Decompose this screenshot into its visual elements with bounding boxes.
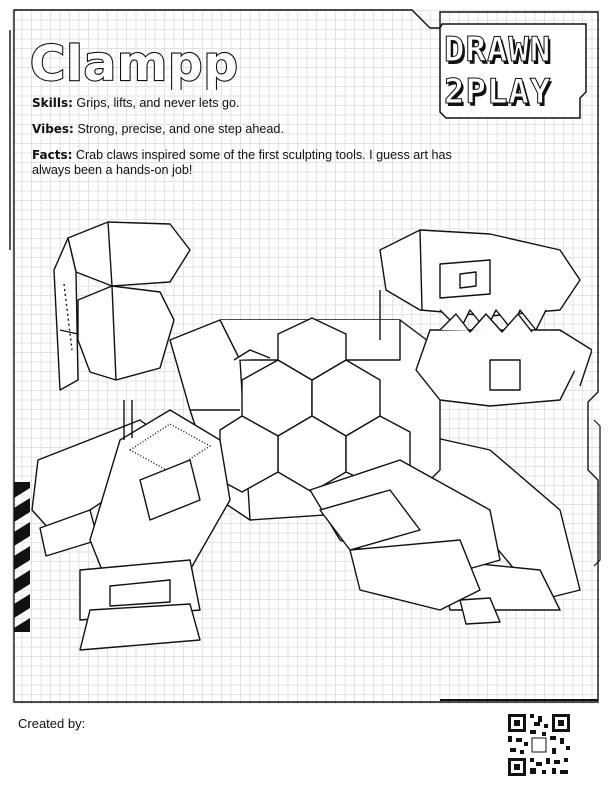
logo-line-2: 2PLAY bbox=[446, 75, 553, 115]
page-title: Clampp bbox=[28, 34, 258, 93]
logo-line-2-overlay: 2PLAY bbox=[444, 72, 551, 112]
vibes-label: Vibes: bbox=[32, 122, 74, 136]
facts-label: Facts: bbox=[32, 148, 73, 162]
title-text: Clampp bbox=[30, 36, 239, 90]
logo-line-1-overlay: DRAWN bbox=[444, 30, 551, 70]
vibes-text: Strong, precise, and one step ahead. bbox=[73, 122, 284, 136]
skills-line: Skills: Grips, lifts, and never lets go. bbox=[32, 96, 452, 111]
drawn-2-play-logo-icon: DRAWN 2PLAY DRAWN 2PLAY bbox=[436, 18, 588, 120]
logo-line-1: DRAWN bbox=[446, 33, 553, 73]
hazard-stripes-icon bbox=[14, 482, 30, 632]
robot-illustration bbox=[20, 210, 593, 680]
skills-label: Skills: bbox=[32, 96, 73, 110]
facts-line: Facts: Crab claws inspired some of the f… bbox=[32, 148, 452, 178]
created-by-label: Created by: bbox=[18, 716, 86, 731]
vibes-line: Vibes: Strong, precise, and one step ahe… bbox=[32, 122, 452, 137]
qr-code-icon[interactable] bbox=[506, 712, 572, 778]
skills-text: Grips, lifts, and never lets go. bbox=[72, 96, 240, 110]
facts-text: Crab claws inspired some of the first sc… bbox=[32, 148, 452, 177]
